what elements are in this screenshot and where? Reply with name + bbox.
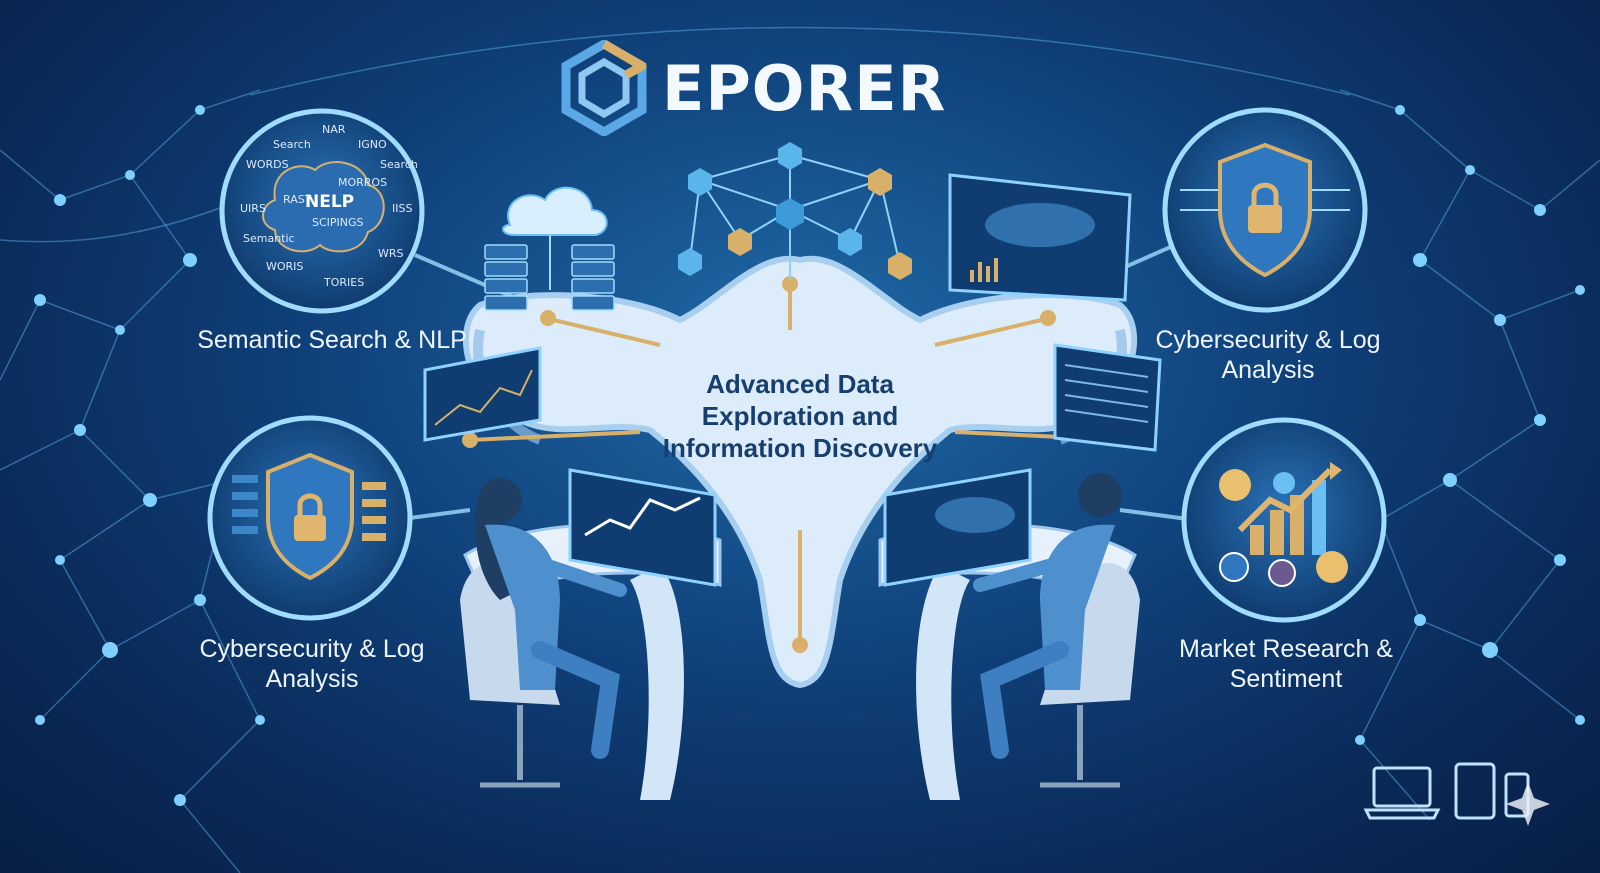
right-desk [878,468,1140,800]
security-circle-bottom [207,415,413,621]
nlp-word: NAR [322,123,346,136]
center-title: Advanced Data Exploration and Informatio… [662,369,938,463]
device-icons [1363,762,1550,826]
nlp-word: Semantic [243,232,295,245]
nlp-word: WRS [378,247,404,260]
sparkle-icon [1506,782,1550,826]
nlp-word: Search [380,158,418,171]
nlp-word: WORIS [266,260,303,273]
nlp-word: NELP [305,192,354,212]
nlp-word: IISS [392,202,412,215]
feature-label-semantic-search: Semantic Search & NLP [197,326,467,354]
nlp-word: UIRS [240,202,266,215]
tablet-icon [1454,762,1496,820]
nlp-word: IGNO [358,138,387,151]
brain-icon [262,161,385,253]
sentiment-chart-icon [1219,462,1348,587]
brand-logo: EPORER [560,38,946,138]
nlp-circle: NAR Search IGNO WORDS Search MORROS RAST… [219,108,425,314]
feature-label-cybersecurity-bottom: Cybersecurity & Log Analysis [199,635,425,693]
security-circle-top [1162,107,1368,313]
nlp-word: RAST [283,193,312,206]
nlp-word: SCIPINGS [312,216,364,229]
feature-label-market-research: Market Research & Sentiment [1179,635,1393,693]
nlp-word: MORROS [338,176,387,189]
laptop-icon [1363,766,1441,820]
nlp-word: WORDS [246,158,289,171]
feature-label-cybersecurity-top: Cybersecurity & Log Analysis [1155,326,1381,384]
floating-screens [423,173,1162,452]
brand-name: EPORER [662,51,947,125]
left-desk [460,468,722,800]
cloud-servers [484,186,615,311]
nlp-word: Search [273,138,311,151]
nlp-word: TORIES [323,276,364,289]
sentiment-circle [1181,417,1387,623]
platform [462,255,1138,689]
hexagon-logo-icon [561,40,647,136]
